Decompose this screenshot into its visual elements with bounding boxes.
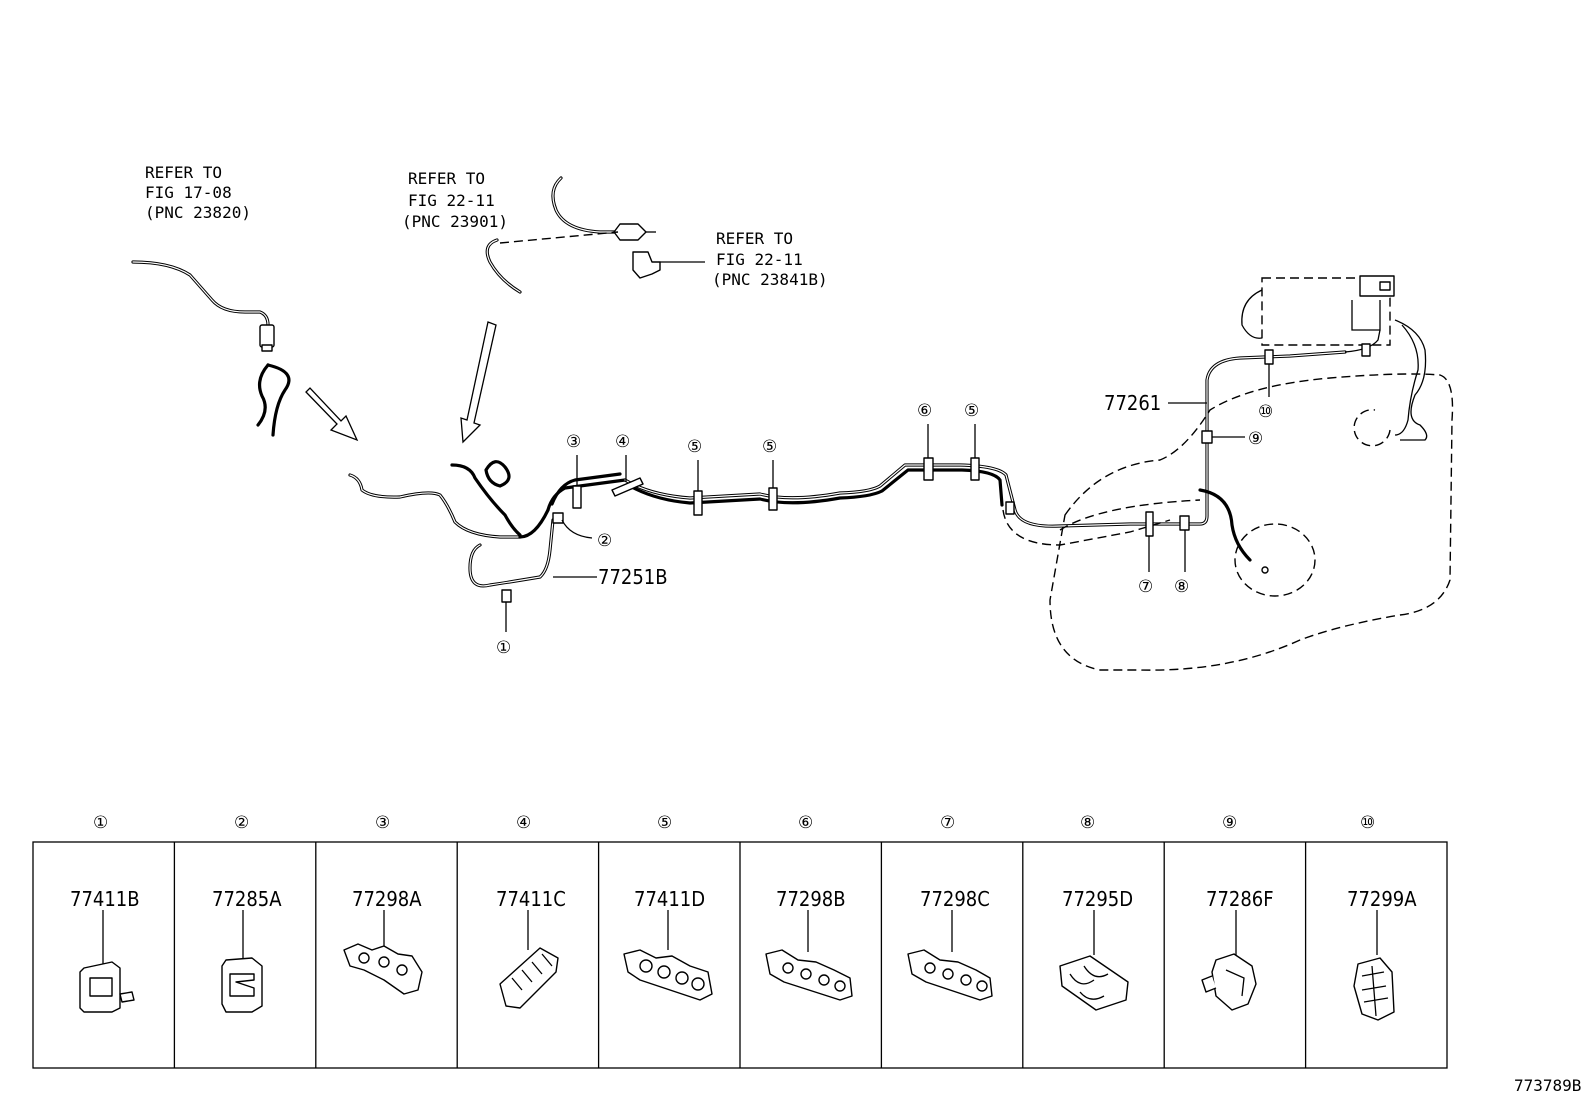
legend-dividers [173,842,1307,1068]
callout-9-text: ⑨ [1248,429,1263,449]
legend-num-1: ① [93,813,108,833]
callout-5a: ⑤ [687,437,702,491]
legend-num-9: ⑨ [1222,813,1237,833]
diagram-callouts: ① ② ③ ④ ⑤ ⑤ ⑥ ⑤ [496,364,1273,658]
reference-note-2-line2: FIG 22-11 [408,191,495,210]
legend-num-3: ③ [375,813,390,833]
reference-note-2: REFER TO FIG 22-11 (PNC 23901) [402,169,508,231]
legend-cell-1: ① 77411B [70,813,140,1013]
callout-3-text: ③ [566,432,581,452]
legend-cell-9: ⑨ 77286F [1201,813,1274,1011]
callout-10: ⑩ [1258,364,1273,422]
front-fuel-line [348,460,627,588]
legend-num-6: ⑥ [798,813,813,833]
callout-5c-text: ⑤ [964,401,979,421]
callout-4: ④ [615,432,630,482]
legend-part-7: 77298C [920,887,990,911]
reference-note-1-line3: (PNC 23820) [145,203,251,222]
pipe-label-77261: 77261 [1104,391,1207,415]
callout-5b-text: ⑤ [762,437,777,457]
clamp-77299a-icon [1353,957,1395,1021]
callout-7: ⑦ [1138,536,1153,597]
legend-part-9: 77286F [1206,887,1274,911]
callout-2: ② [561,519,612,551]
legend-num-10: ⑩ [1360,813,1375,833]
legend-part-8: 77295D [1062,887,1133,911]
callout-6: ⑥ [917,401,932,458]
clamp-77411c-icon [499,947,559,1009]
clamp-77411b-icon [79,961,135,1013]
fuel-tank-outline [1049,373,1454,671]
legend-part-10: 77299A [1347,887,1417,911]
reference-note-1-line2: FIG 17-08 [145,183,232,202]
engine-fuel-pipe [131,260,291,437]
callout-5a-text: ⑤ [687,437,702,457]
clamp-77298c-icon [907,949,993,1001]
legend-cell-2: ② 77285A [212,813,282,1013]
callout-9: ⑨ [1212,429,1263,449]
charcoal-canister [1241,275,1428,447]
legend-cell-6: ⑥ 77298B [765,813,853,1001]
callout-5c: ⑤ [964,401,979,458]
legend-part-3: 77298A [352,887,422,911]
pipe-clamps [501,343,1371,603]
clamp-77411d-icon [623,949,713,1001]
upper-fuel-hose [485,176,705,294]
callout-3: ③ [566,432,581,486]
legend-cell-7: ⑦ 77298C [907,813,993,1001]
callout-2-text: ② [597,531,612,551]
legend-cell-5: ⑤ 77411D [623,813,713,1001]
reference-note-3-line3: (PNC 23841B) [712,270,828,289]
flow-arrow-2 [460,321,497,444]
legend-cell-3: ③ 77298A [343,813,423,995]
legend-num-4: ④ [516,813,531,833]
callout-8: ⑧ [1174,530,1189,597]
legend-part-4: 77411C [496,887,566,911]
clamp-77298a-icon [343,943,423,995]
clamp-77298b-icon [765,949,853,1001]
legend-num-8: ⑧ [1080,813,1095,833]
pipe-label-77251b-text: 77251B [598,565,668,589]
legend-cell-10: ⑩ 77299A [1347,813,1417,1021]
callout-1: ① [496,602,511,658]
reference-note-2-line1: REFER TO [408,169,485,188]
clamp-77295d-icon [1059,955,1129,1011]
legend-cell-4: ④ 77411C [496,813,566,1009]
reference-note-3-line1: REFER TO [716,229,793,248]
legend-part-2: 77285A [212,887,282,911]
callout-1-text: ① [496,638,511,658]
clamp-77286f-icon [1201,953,1257,1011]
callout-8-text: ⑧ [1174,577,1189,597]
legend-part-1: 77411B [70,887,140,911]
figure-id: 773789B [1514,1076,1581,1095]
reference-note-2-line3: (PNC 23901) [402,212,508,231]
pipe-label-77251b: 77251B [553,565,668,589]
callout-4-text: ④ [615,432,630,452]
legend-num-7: ⑦ [940,813,955,833]
legend-num-5: ⑤ [657,813,672,833]
legend-num-2: ② [234,813,249,833]
callout-5b: ⑤ [762,437,777,488]
callout-10-text: ⑩ [1258,402,1273,422]
reference-note-1-line1: REFER TO [145,163,222,182]
clamp-77285a-icon [221,957,263,1013]
legend-part-5: 77411D [634,887,705,911]
reference-note-3-line2: FIG 22-11 [716,250,803,269]
main-fuel-line [623,350,1347,562]
callout-6-text: ⑥ [917,401,932,421]
reference-note-1: REFER TO FIG 17-08 (PNC 23820) [145,163,251,222]
legend-cell-8: ⑧ 77295D [1059,813,1133,1011]
legend-part-6: 77298B [776,887,846,911]
pipe-label-77261-text: 77261 [1104,391,1161,415]
reference-note-3: REFER TO FIG 22-11 (PNC 23841B) [712,229,828,289]
parts-legend: ① 77411B ② 77285A ③ 77298A [32,813,1448,1069]
callout-7-text: ⑦ [1138,577,1153,597]
flow-arrow-1 [305,387,359,442]
